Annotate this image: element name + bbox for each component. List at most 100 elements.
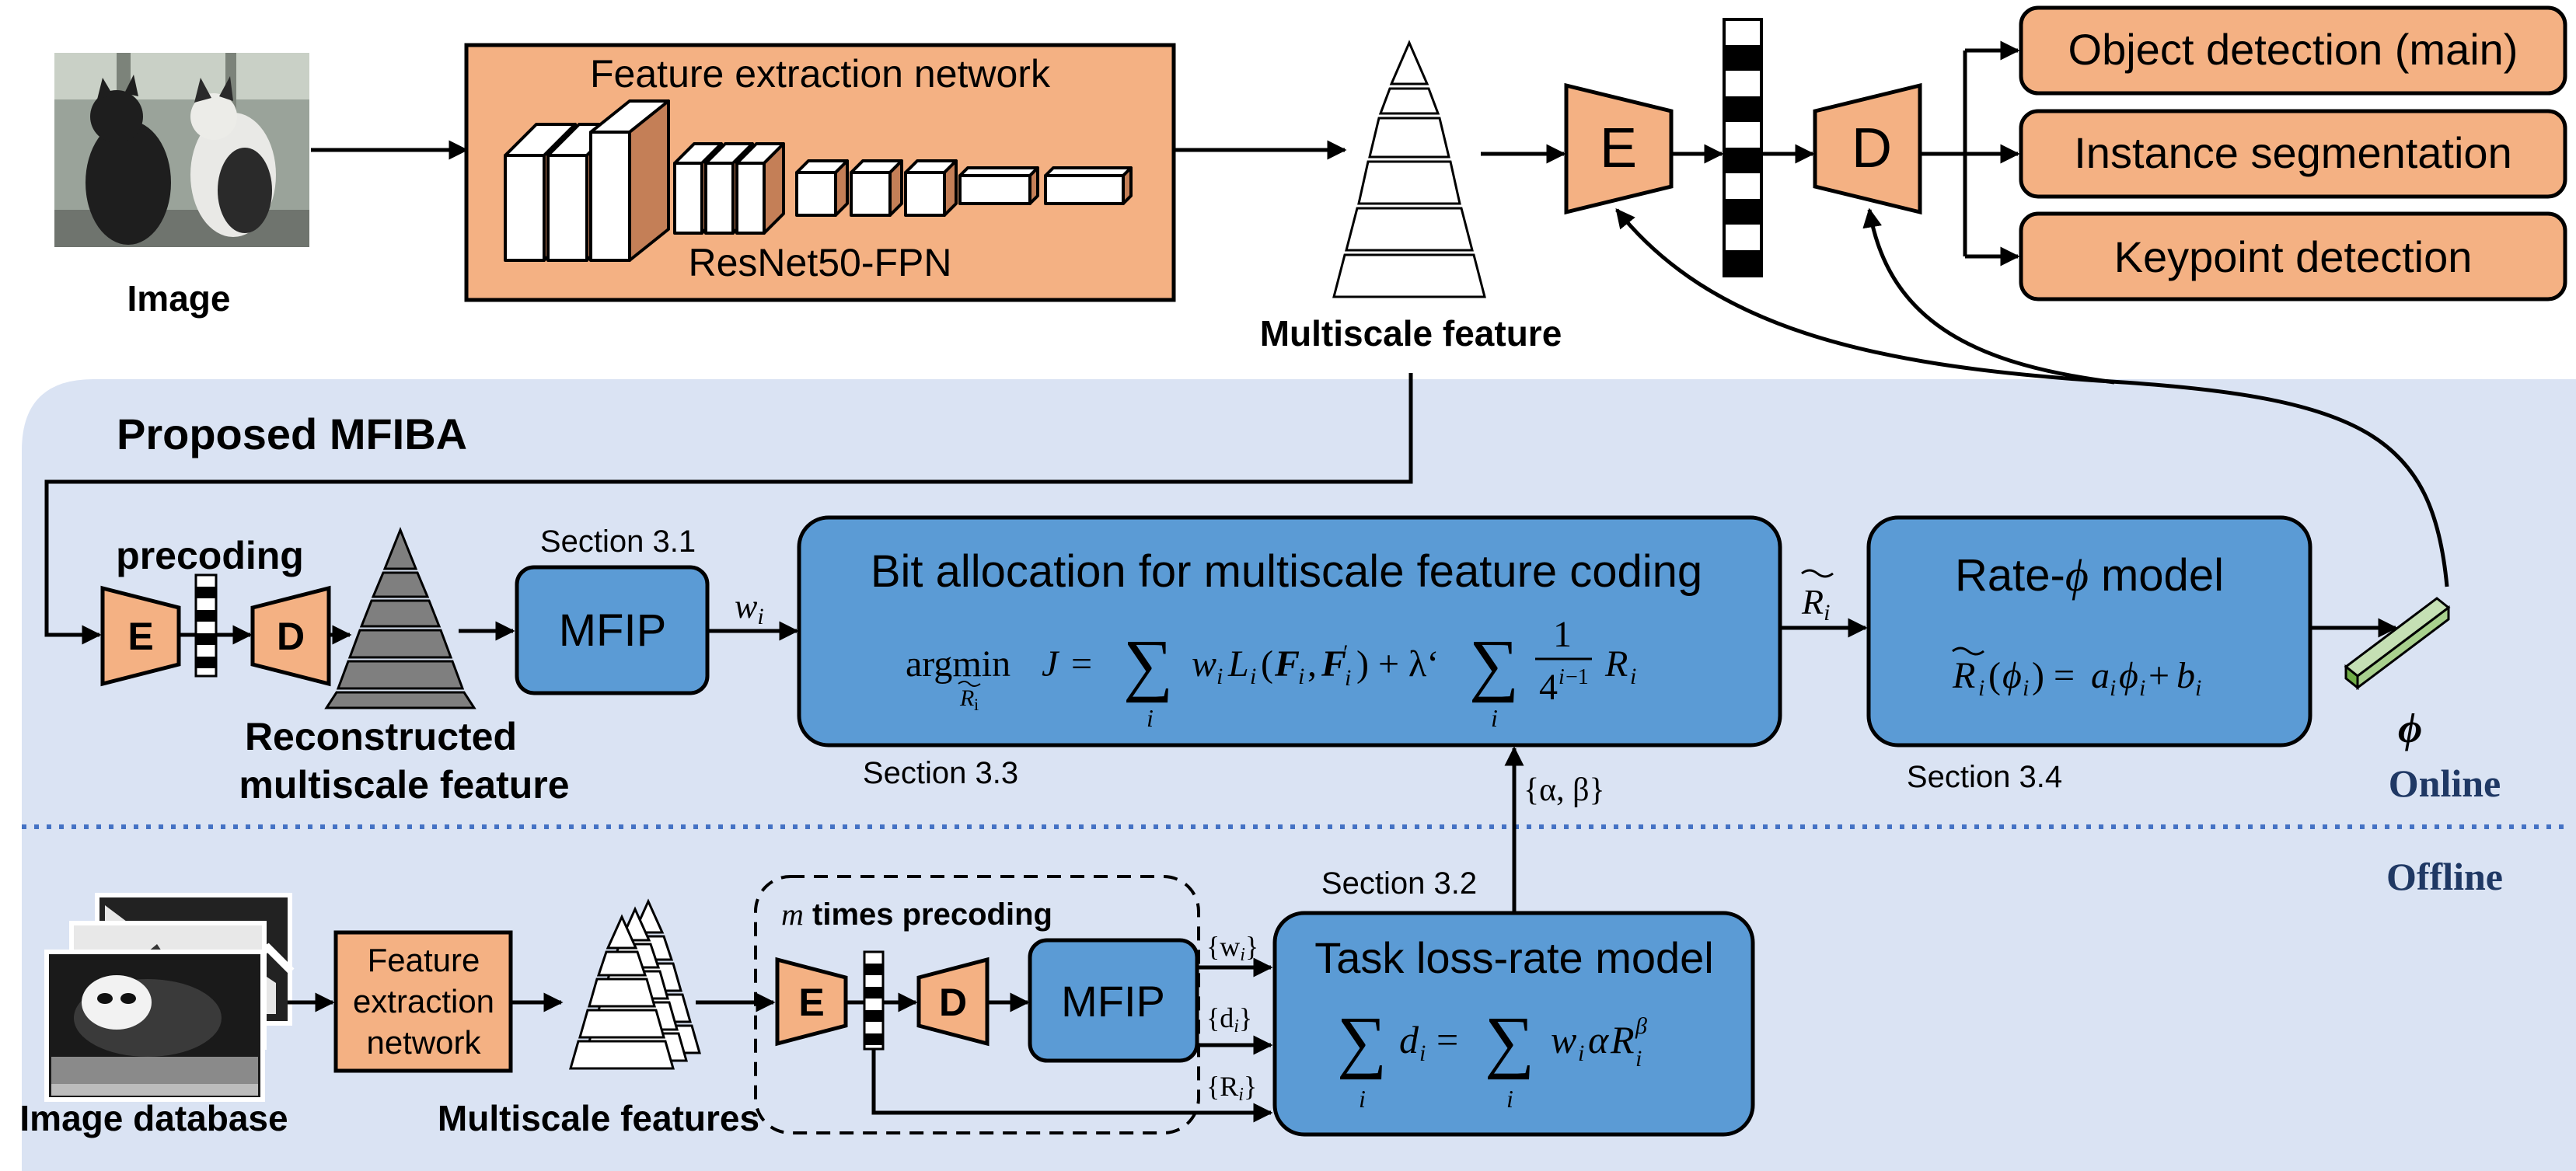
svg-text:i: i	[1978, 675, 1984, 701]
multiscale-feature-pyramid	[1332, 40, 1486, 298]
ri-set-label: {Ri}	[1206, 1071, 1257, 1105]
svg-text:i: i	[1147, 704, 1154, 732]
bit-allocation-formula: argmin R i J = ∑ i w i L i ( F i , F ′ i…	[906, 614, 1636, 732]
svg-text:i: i	[2023, 675, 2029, 701]
rate-section-label: Section 3.4	[1907, 760, 2062, 794]
offline-fen-line3: network	[366, 1024, 481, 1061]
svg-text:α: α	[1588, 1018, 1610, 1061]
fen-title: Feature extraction network	[590, 52, 1051, 96]
m-times-precoding-label: m times precoding	[781, 897, 1052, 932]
wi-label: wi	[735, 587, 764, 629]
phi-to-decoder-curve	[1862, 207, 2115, 385]
task-fork-arrows	[1920, 40, 2020, 267]
svg-text:i: i	[2195, 675, 2201, 701]
svg-text:ϕ: ϕ	[2119, 655, 2138, 696]
svg-text:R: R	[1952, 655, 1975, 696]
offline-fen-box	[333, 930, 513, 1073]
svg-text:=: =	[1436, 1018, 1458, 1061]
top-decoder-block	[1813, 82, 1922, 215]
ri-tilde-label: Ri	[1801, 569, 1834, 626]
offline-multiscale-features-pyramids	[569, 898, 701, 1070]
top-bitstream	[1723, 18, 1763, 277]
svg-text:i: i	[1630, 664, 1636, 689]
rate-phi-model-title: Rate-ϕ model	[1955, 550, 2224, 601]
reconstructed-label-line1: Reconstructed	[245, 715, 517, 758]
offline-set-arrows	[871, 957, 1273, 1123]
task-instance-segmentation-label: Instance segmentation	[2074, 128, 2511, 177]
image-label: Image	[127, 278, 231, 319]
reconstructed-label-line2: multiscale feature	[239, 763, 569, 807]
reconstructed-feature-pyramid	[324, 526, 476, 709]
svg-text:ϕ: ϕ	[2002, 655, 2022, 696]
svg-text:β: β	[1635, 1013, 1647, 1039]
svg-text:) =: ) =	[2032, 655, 2075, 696]
svg-text:1: 1	[1553, 614, 1572, 655]
svg-text:∑: ∑	[1123, 626, 1173, 703]
precoding-encoder-letter: E	[127, 615, 153, 658]
precoding-decoder-letter: D	[277, 615, 305, 658]
task-loss-rate-model-title: Task loss-rate model	[1314, 933, 1714, 982]
svg-text:4: 4	[1539, 667, 1558, 708]
precoding-bitstream	[194, 573, 218, 678]
bit-allocation-box	[797, 515, 1782, 748]
svg-text:(: (	[1261, 643, 1273, 685]
svg-text:i: i	[2139, 675, 2145, 701]
online-label: Online	[2389, 761, 2501, 805]
svg-text:L: L	[1227, 643, 1249, 685]
svg-text:i: i	[1345, 665, 1351, 691]
svg-text:Ri: Ri	[1801, 582, 1830, 626]
svg-text:=: =	[1071, 643, 1092, 685]
rate-phi-model-box	[1866, 515, 2312, 748]
task-keypoint-detection-box	[2019, 211, 2567, 301]
svg-text:i: i	[1419, 1040, 1426, 1066]
svg-text:i: i	[1506, 1085, 1513, 1113]
svg-text:F: F	[1321, 643, 1346, 685]
mfip-section-label: Section 3.1	[540, 525, 696, 559]
mfip-offline-label: MFIP	[1061, 977, 1165, 1026]
top-encoder-letter: E	[1600, 117, 1637, 179]
bit-allocation-section-label: Section 3.3	[863, 756, 1018, 790]
svg-text:a: a	[2091, 655, 2110, 696]
svg-text:i: i	[1578, 1040, 1584, 1066]
svg-text:R: R	[1610, 1018, 1635, 1061]
svg-text:+: +	[2148, 655, 2169, 696]
alpha-beta-label: {α, β}	[1524, 772, 1605, 808]
task-loss-rate-section-label: Section 3.2	[1321, 866, 1477, 901]
top-encoder-block	[1564, 82, 1674, 215]
svg-text:i: i	[974, 695, 979, 714]
mfip-online-label: MFIP	[559, 605, 667, 656]
task-object-detection-label: Object detection (main)	[2068, 25, 2518, 74]
bit-allocation-title: Bit allocation for multiscale feature co…	[871, 546, 1702, 597]
proposed-mfiba-title: Proposed MFIBA	[117, 410, 467, 458]
offline-decoder-letter: D	[939, 981, 967, 1024]
svg-text:i: i	[1491, 704, 1498, 732]
image-database-label: Image database	[19, 1098, 288, 1138]
fen-backbone-label: ResNet50-FPN	[689, 241, 952, 284]
svg-text:−1: −1	[1565, 665, 1589, 689]
offline-features-label: Multiscale features	[438, 1098, 759, 1138]
svg-text:i: i	[2110, 675, 2116, 701]
svg-text:F: F	[1274, 643, 1300, 685]
svg-text:i: i	[1298, 664, 1304, 689]
phi-label: ϕ	[2398, 705, 2422, 751]
task-loss-rate-formula: ∑ i d i = ∑ i w i α R β i	[1337, 1003, 1647, 1113]
wire-feature-to-precoding	[44, 373, 1413, 645]
svg-text:R: R	[1604, 643, 1628, 685]
svg-text:(: (	[1988, 655, 2001, 696]
svg-text:∑: ∑	[1485, 1003, 1534, 1080]
multiscale-feature-label: Multiscale feature	[1260, 313, 1562, 354]
offline-label: Offline	[2386, 855, 2503, 898]
svg-text:d: d	[1399, 1018, 1419, 1061]
rate-phi-formula: R i ( ϕ i ) = a i ϕ i + b i	[1952, 646, 2201, 701]
svg-text:b: b	[2176, 655, 2195, 696]
resnet-layers-icon	[504, 99, 1133, 262]
svg-text:w: w	[1551, 1018, 1576, 1061]
svg-text:i: i	[1250, 664, 1256, 689]
di-set-label: {di}	[1206, 1002, 1252, 1037]
svg-text:R: R	[959, 685, 974, 711]
offline-encoder-letter: E	[798, 981, 824, 1024]
svg-text:i: i	[1216, 664, 1223, 689]
top-decoder-letter: D	[1852, 117, 1892, 179]
precoding-label: precoding	[116, 534, 304, 577]
